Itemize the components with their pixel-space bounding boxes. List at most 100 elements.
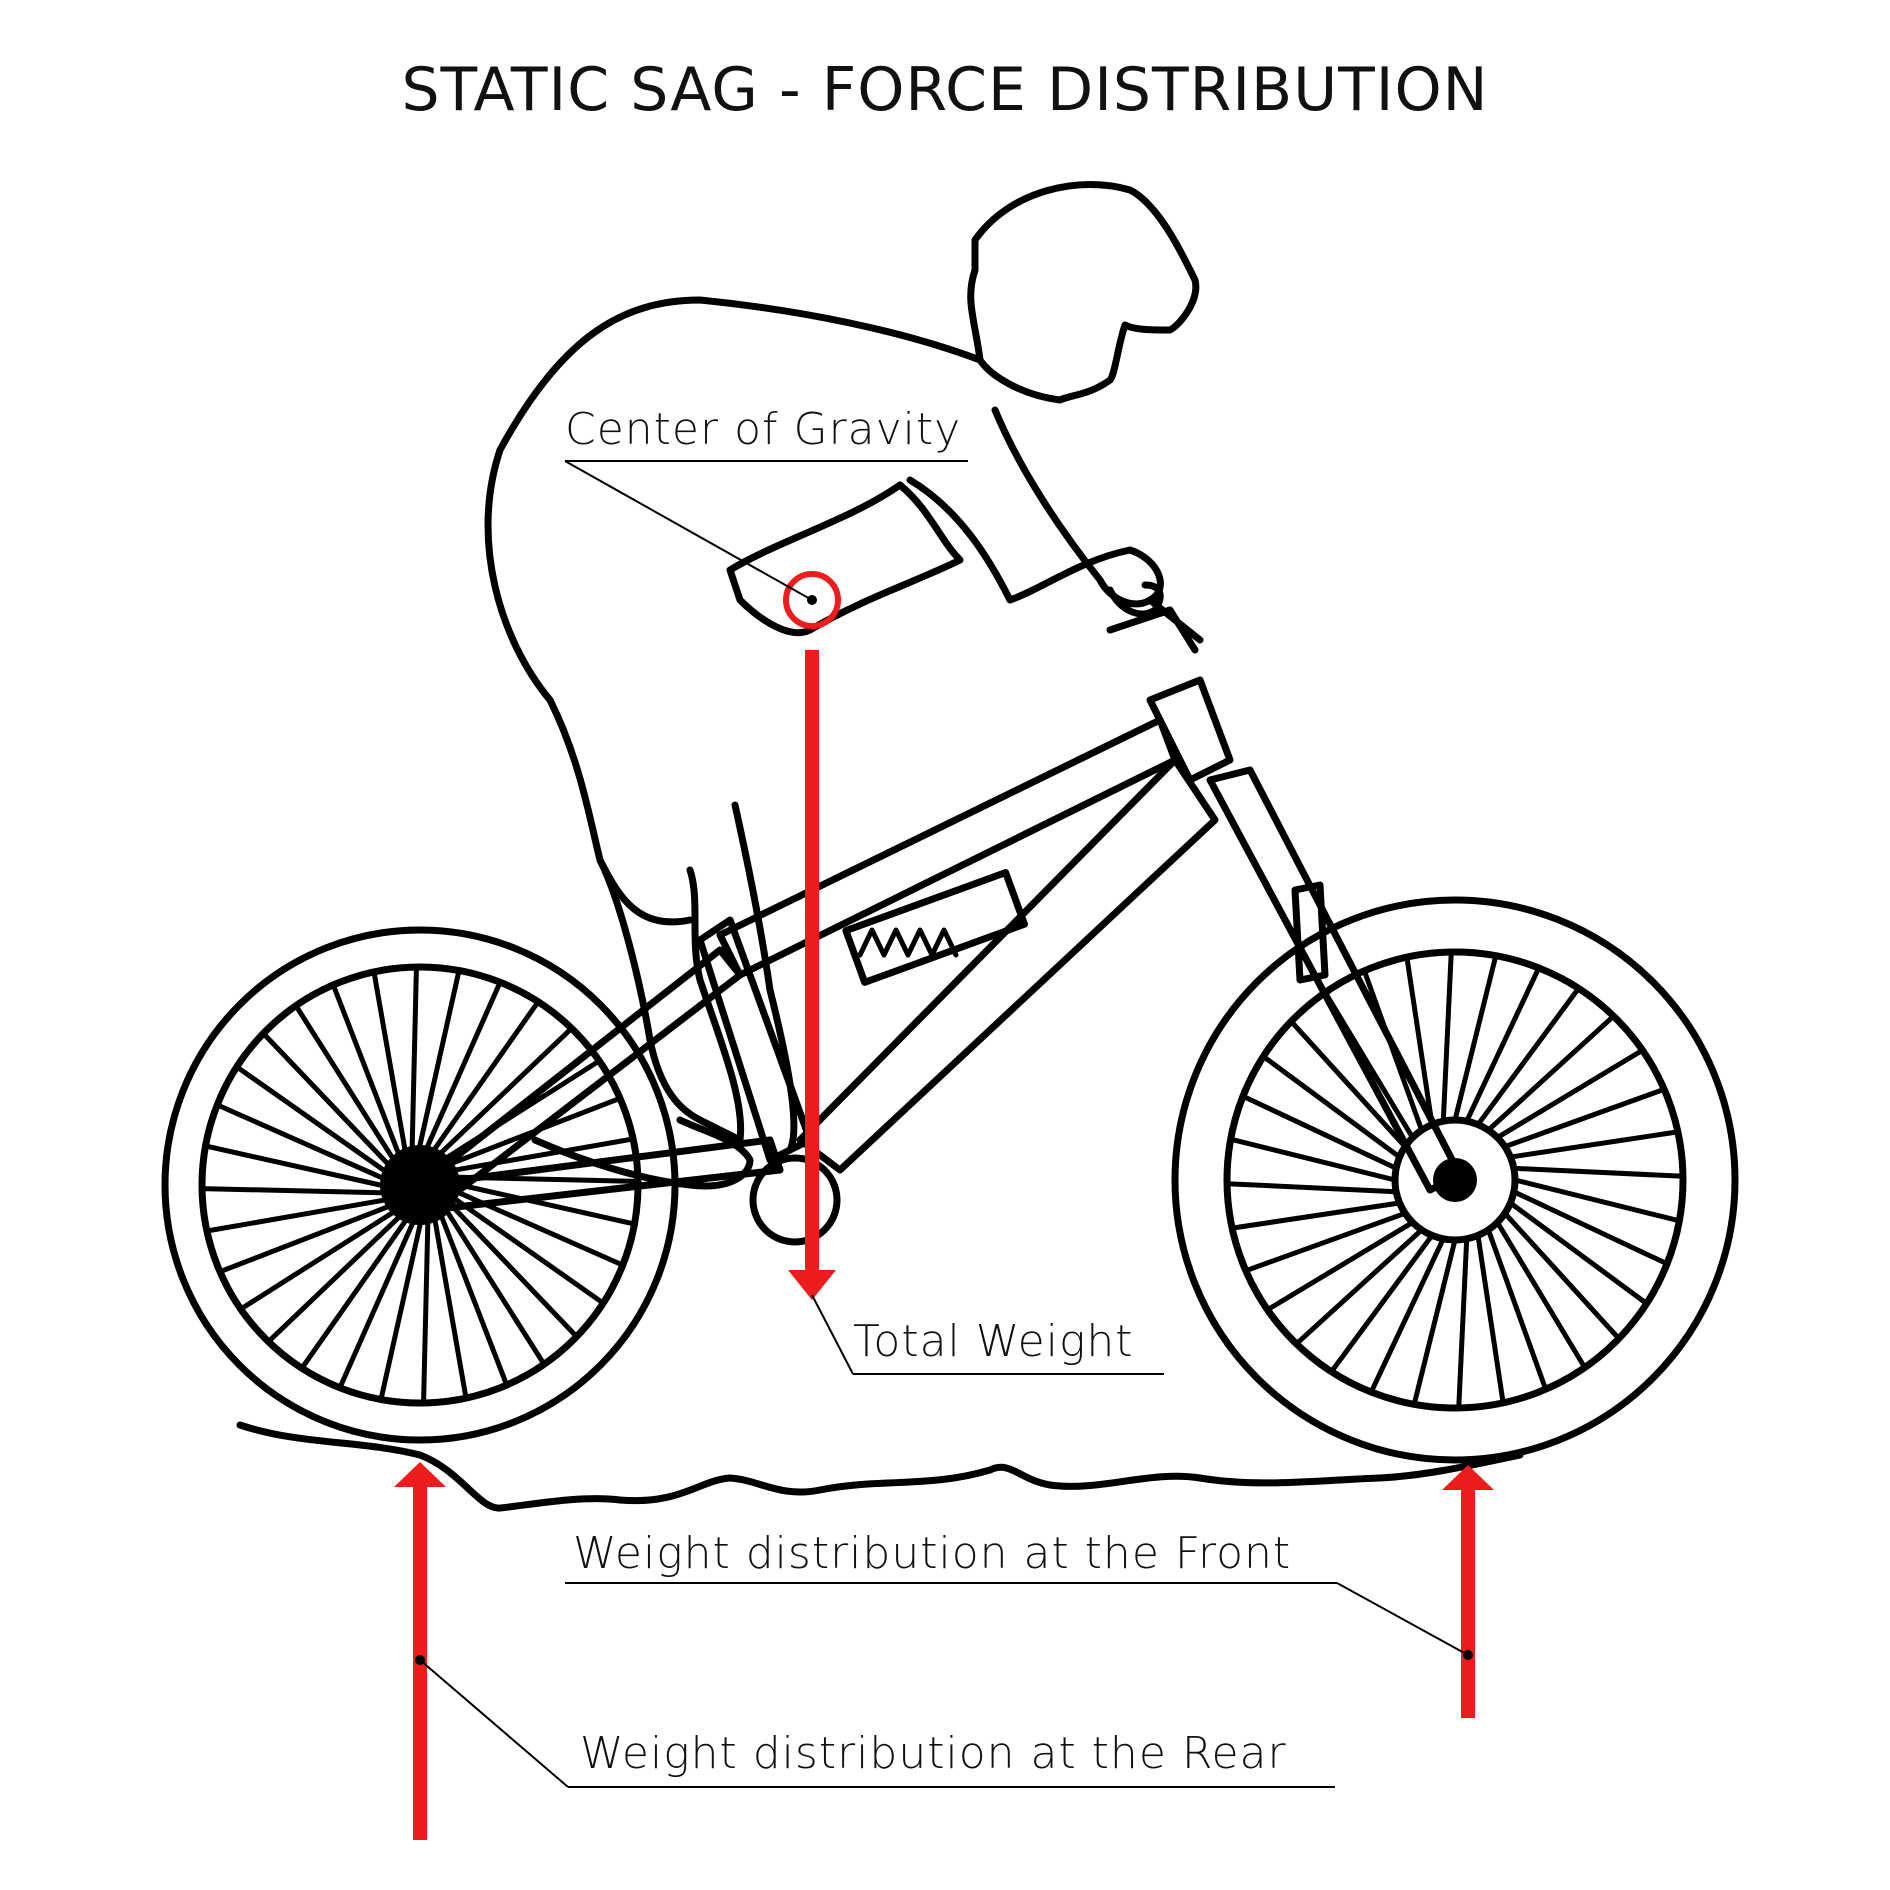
center-of-gravity-leader: [564, 460, 813, 601]
rider-rear-leg: [731, 801, 798, 1154]
front-spoke: [1240, 1093, 1399, 1171]
shock-spring: [857, 927, 959, 958]
front-spoke: [1511, 1165, 1686, 1179]
rear-spoke: [450, 1204, 580, 1340]
fork-crown: [1291, 881, 1329, 984]
front-spoke: [1288, 1018, 1408, 1150]
front-spoke: [1243, 1210, 1408, 1274]
rear-shock: [842, 869, 1028, 986]
front-spoke: [1494, 1219, 1588, 1370]
rear-spoke: [265, 1215, 401, 1345]
front-force-arrow: [1442, 1465, 1494, 1718]
front-spoke: [1452, 953, 1499, 1123]
rear-force-arrowhead: [394, 1462, 446, 1487]
rider-shin: [596, 856, 745, 1144]
rear-spoke: [371, 969, 408, 1151]
front-callout: Weight distribution at the Front: [565, 1528, 1473, 1660]
rear-spoke: [217, 1204, 390, 1275]
front-weight-leader: [1336, 1582, 1469, 1656]
front-spoke: [1293, 1227, 1425, 1347]
front-force-arrowhead: [1442, 1465, 1494, 1490]
front-spoke: [1502, 1086, 1667, 1150]
circle-target-icon: [783, 571, 841, 629]
total-weight-arrow: [788, 650, 836, 1300]
rear-spoke: [457, 1182, 637, 1227]
rider-thigh: [726, 481, 964, 637]
rear-spoke: [330, 982, 401, 1155]
front-leader-dot: [1463, 1650, 1473, 1660]
rear-spoke: [260, 1030, 390, 1166]
rear-spoke: [421, 1221, 431, 1406]
front-spoke: [1507, 1129, 1681, 1160]
diagram-title: STATIC SAG - FORCE DISTRIBUTION: [401, 55, 1488, 125]
crankset: [749, 1154, 841, 1246]
center-of-gravity-label: Center of Gravity: [565, 404, 961, 455]
rear-spoke: [454, 1197, 606, 1306]
rear-spoke: [293, 1003, 395, 1160]
front-spoke: [1229, 1200, 1403, 1231]
front-disc-rotor: [1391, 1116, 1519, 1244]
total-weight-arrowhead: [788, 1270, 836, 1300]
rear-spoke: [417, 968, 462, 1148]
rear-spoke: [432, 999, 541, 1151]
front-spoke: [1485, 1013, 1617, 1133]
front-spoke: [1511, 1189, 1670, 1267]
front-spokes: [1224, 949, 1686, 1411]
rear-spoke: [337, 1221, 415, 1391]
rider-helmet: [967, 181, 1200, 404]
rear-weight-leader: [419, 1659, 569, 1788]
down-tube: [796, 756, 1219, 1174]
ground-line: [236, 1421, 1524, 1512]
rear-spoke: [214, 1102, 384, 1180]
front-spoke: [1512, 1177, 1682, 1224]
front-spoke: [1328, 1232, 1435, 1375]
rider-torso: [484, 296, 984, 926]
rear-spoke: [425, 979, 503, 1149]
front-spoke: [1475, 985, 1582, 1128]
rear-spoke: [454, 1136, 636, 1173]
front-spoke: [1485, 1227, 1549, 1392]
rear-force-arrow: [394, 1462, 446, 1840]
front-spoke: [1456, 1236, 1470, 1411]
seat-tube: [696, 916, 814, 1164]
seat-stay: [416, 946, 744, 1209]
rear-weight-label: Weight distribution at the Rear: [580, 1728, 1287, 1779]
rear-leader-dot: [415, 1655, 425, 1665]
rear-spoke: [234, 1064, 386, 1173]
front-spoke: [1260, 1053, 1403, 1160]
rear-spokes: [199, 964, 641, 1406]
rear-spoke: [445, 1210, 547, 1367]
fork: [1206, 766, 1464, 1194]
front-tire: [1171, 896, 1739, 1464]
front-weight-label: Weight distribution at the Front: [573, 1528, 1291, 1579]
bike-frame: [416, 596, 1464, 1246]
rear-spoke: [439, 1215, 510, 1388]
total-weight-leader: [811, 1294, 854, 1375]
rear-spoke: [439, 1025, 575, 1155]
center-of-gravity-callout: Center of Gravity: [564, 404, 968, 601]
rear-spoke: [409, 964, 419, 1149]
front-spoke: [1228, 1136, 1398, 1183]
front-rim: [1223, 948, 1687, 1412]
total-weight-label: Total Weight: [853, 1316, 1134, 1367]
front-wheel: [1171, 896, 1739, 1464]
chain-stay: [416, 1136, 784, 1214]
front-spoke: [1464, 965, 1542, 1124]
rider-shoe: [531, 1116, 754, 1190]
rear-wheel: [161, 926, 679, 1444]
front-spoke: [1494, 1047, 1645, 1141]
front-spoke: [1404, 954, 1435, 1128]
rider: [484, 181, 1200, 1190]
total-weight-callout: Total Weight: [811, 1294, 1164, 1375]
rear-spoke: [203, 1143, 383, 1188]
rider-hand: [1106, 581, 1164, 618]
front-spoke: [1224, 1181, 1399, 1195]
front-spoke: [1368, 1236, 1446, 1395]
rear-callout: Weight distribution at the Rear: [415, 1655, 1335, 1788]
front-spoke: [1502, 1210, 1622, 1342]
rider-arm: [906, 406, 1164, 608]
front-spoke: [1265, 1219, 1416, 1313]
front-spoke: [1475, 1232, 1506, 1406]
rear-spoke: [299, 1219, 408, 1371]
